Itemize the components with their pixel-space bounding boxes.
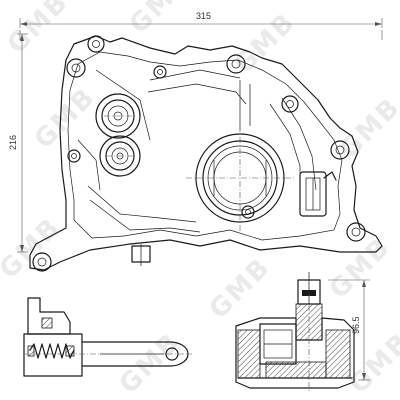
housing-rib (77, 139, 101, 191)
housing-rib (149, 69, 241, 81)
housing-rib (89, 199, 201, 233)
section-body (235, 317, 355, 389)
valve-plunger-arm (81, 341, 189, 367)
housing-outline (29, 35, 383, 271)
watermark-text: GMB (29, 82, 102, 155)
bolt-hole (346, 222, 366, 242)
housing-rib (147, 83, 247, 105)
width-dimension-label: 315 (196, 11, 211, 21)
bottom-spigot (131, 244, 151, 266)
housing-inner-boundary (67, 51, 343, 241)
watermark-text: GMB (344, 327, 400, 400)
watermark-text: GMB (324, 232, 397, 305)
section-height-dimension-label: 96.5 (351, 316, 361, 334)
watermark-text: GMB (229, 7, 302, 80)
bolt-hole (87, 35, 105, 53)
bolt-holes (32, 35, 366, 272)
watermark-text: GMB (2, 0, 75, 60)
bolt-hole (226, 54, 246, 74)
relief-valve-housing (299, 171, 337, 217)
watermark-text: GMB (204, 252, 277, 325)
width-dimension: 315 (19, 11, 383, 40)
section-height-dimension: 96.5 (328, 279, 370, 381)
relief-valve-detail (23, 297, 192, 377)
watermark-text: GMB (334, 92, 400, 165)
pump-side-section-view (235, 272, 355, 392)
valve-body (23, 333, 83, 377)
bolt-hole (66, 58, 86, 78)
watermark-text: GMB (114, 327, 187, 400)
rotor-bore (186, 126, 296, 232)
housing-rib (95, 69, 151, 141)
bolt-hole (153, 65, 167, 79)
housing-rib (87, 185, 197, 223)
bolt-hole (330, 140, 350, 160)
pump-housing-front-view (29, 35, 383, 272)
bolt-hole (67, 149, 81, 163)
height-dimension: 216 (8, 33, 28, 253)
valve-block (27, 297, 71, 335)
bolt-hole (241, 205, 255, 219)
height-dimension-label: 216 (8, 135, 18, 150)
watermark-text: GMB (124, 0, 197, 40)
bolt-hole (281, 95, 299, 113)
bolt-hole (32, 252, 52, 272)
